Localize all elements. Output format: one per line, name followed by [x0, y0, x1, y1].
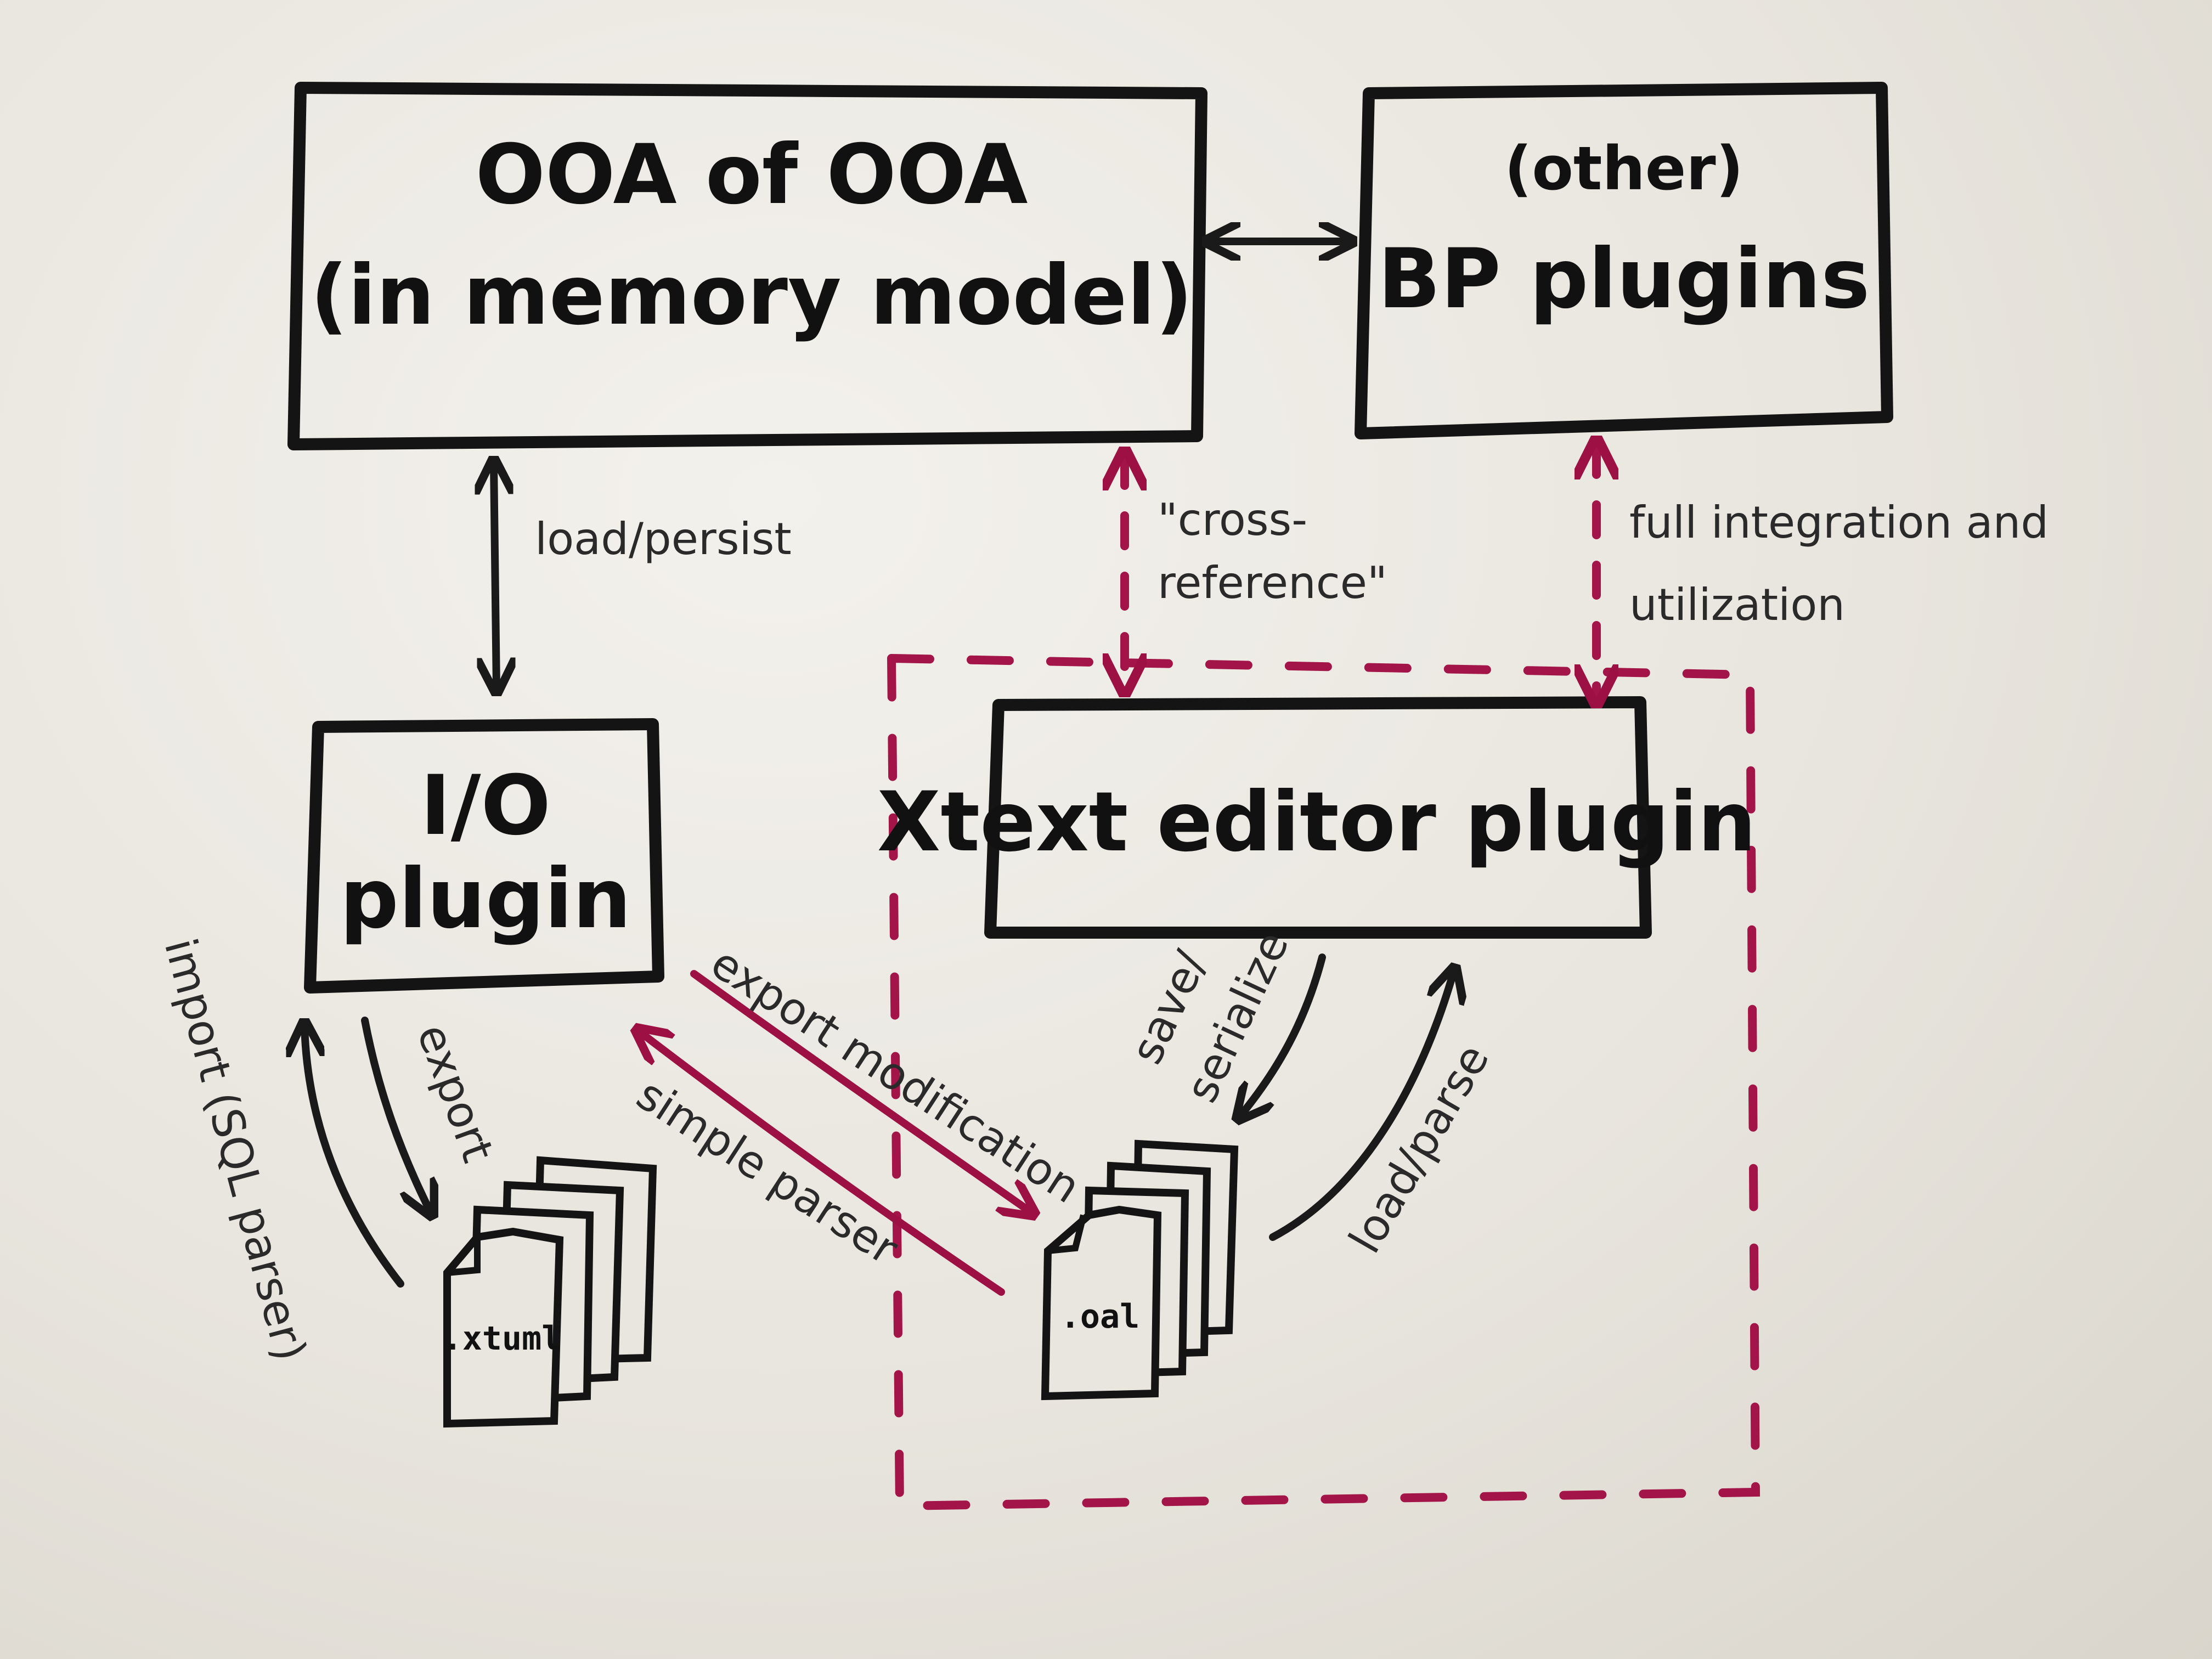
io-plugin-box: I/O plugin [304, 718, 664, 994]
io-plugin-subtitle: plugin [340, 851, 631, 947]
save-serialize-label-2: serialize [1176, 924, 1299, 1110]
cross-reference-label-1: "cross- [1158, 494, 1307, 545]
xtuml-file-label: .xtuml [443, 1319, 562, 1358]
bp-plugins-title: (other) [1504, 133, 1743, 204]
simple-parser-arrow [639, 1031, 1005, 1296]
oal-file-label: .oal [1060, 1297, 1140, 1336]
xtext-editor-title: Xtext editor plugin [877, 775, 1756, 870]
load-persist-label: load/persist [535, 514, 792, 565]
xtuml-file-stack: .xtuml [443, 1156, 657, 1428]
import-label: import (SQL parser) [155, 933, 317, 1366]
import-arrow [304, 1026, 404, 1288]
io-plugin-title: I/O [420, 758, 551, 854]
ooa-title: OOA of OOA [476, 127, 1028, 223]
load-persist-arrow [494, 464, 496, 689]
full-integration-label-2: utilization [1629, 579, 1845, 630]
bp-plugins-box: (other) BP plugins [1355, 82, 1893, 439]
full-integration-label-1: full integration and [1629, 497, 2049, 548]
bp-plugins-subtitle: BP plugins [1378, 232, 1870, 327]
export-arrow [361, 1017, 431, 1212]
ooa-subtitle: (in memory model) [311, 248, 1193, 343]
export-modification-arrow [690, 970, 1031, 1212]
cross-reference-label-2: reference" [1158, 557, 1387, 608]
export-label: export [407, 1018, 504, 1169]
oal-file-stack: .oal [1041, 1139, 1239, 1401]
xtext-editor-box: Xtext editor plugin [877, 696, 1756, 939]
ooa-box: OOA of OOA (in memory model) [287, 82, 1207, 450]
save-serialize-arrow [1240, 953, 1326, 1116]
load-parse-arrow [1269, 971, 1454, 1241]
